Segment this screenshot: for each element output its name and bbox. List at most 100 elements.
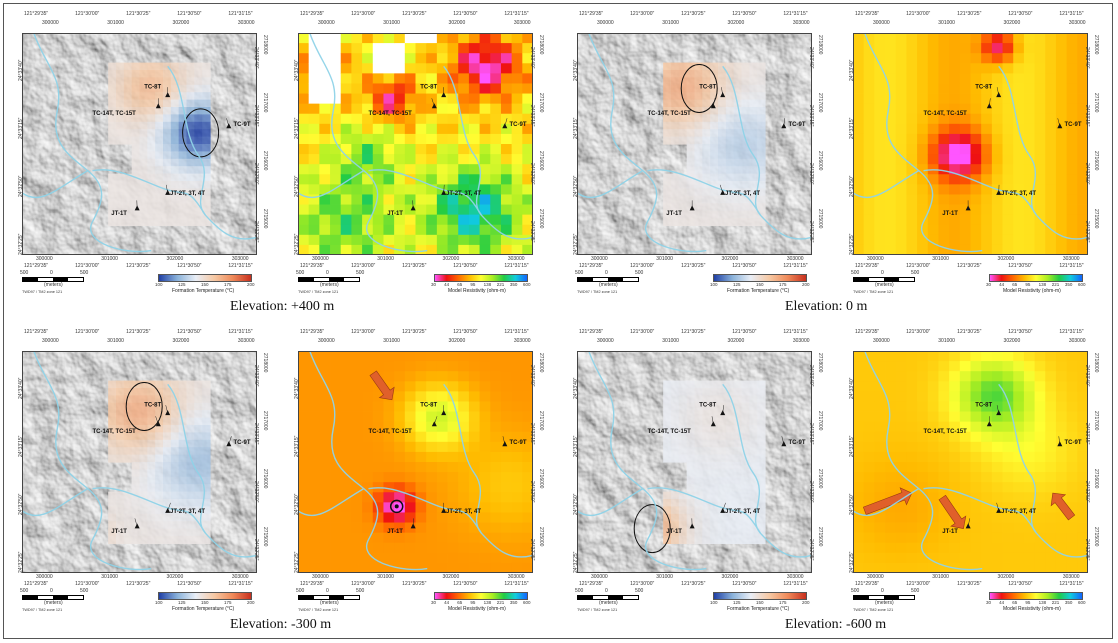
- tick-right-northing: 2717000: [538, 93, 544, 113]
- tick-right-northing: 2716000: [262, 469, 268, 489]
- isotherm-contour: [633, 504, 671, 554]
- tick-left-latitude: 24°33'40": [849, 377, 855, 399]
- tick-right-northing: 2715000: [262, 527, 268, 547]
- scalebar-label: 500: [80, 270, 89, 276]
- caption-elevation-minus-600: Elevation: -600 m: [785, 617, 887, 632]
- tick-top-easting: 301000: [107, 20, 124, 26]
- tick-bottom-easting: 300000: [591, 574, 608, 580]
- colorbar-tick: 600: [523, 282, 531, 287]
- tick-right-latitude: 24°32'25": [253, 539, 259, 561]
- tick-right-latitude: 24°33'40": [529, 47, 535, 69]
- tick-top-longitude: 121°31'15": [504, 329, 529, 335]
- colorbar-tick: 200: [247, 282, 255, 287]
- well-label-tc14t: TC-14T, TC-15T: [924, 111, 968, 117]
- tick-right-northing: 2716000: [262, 151, 268, 171]
- tick-top-longitude: 121°30'00": [906, 329, 931, 335]
- tick-bottom-longitude: 121°30'25": [957, 263, 982, 269]
- tick-top-longitude: 121°30'00": [906, 11, 931, 17]
- tick-right-latitude: 24°33'15": [253, 105, 259, 127]
- tick-right-northing: 2717000: [262, 93, 268, 113]
- colorbar-tick: 138: [1038, 282, 1047, 287]
- scalebar-label: 500: [296, 588, 305, 594]
- colorbar-tick: 44: [999, 282, 1005, 287]
- tick-right-northing: 2717000: [538, 411, 544, 431]
- tick-bottom-easting: 302000: [166, 256, 184, 262]
- tick-top-easting: 300000: [873, 20, 890, 26]
- caption-elevation-0: Elevation: 0 m: [785, 299, 868, 314]
- scalebar-label: 0: [50, 588, 53, 594]
- tick-right-northing: 2717000: [1093, 411, 1099, 431]
- colorbar-tick: 65: [457, 600, 463, 605]
- scale-bar: [298, 277, 360, 282]
- tick-top-easting: 300000: [597, 338, 614, 344]
- tick-left-latitude: 24°32'50": [294, 175, 300, 197]
- resistivity-colorbar: [434, 592, 528, 600]
- tick-right-latitude: 24°32'25": [808, 539, 814, 561]
- tick-top-longitude: 121°30'25": [957, 11, 982, 17]
- tick-right-northing: 2718000: [262, 35, 268, 55]
- tick-bottom-longitude: 121°30'50": [177, 581, 202, 587]
- tick-bottom-easting: 301000: [656, 574, 673, 580]
- temperature-colorbar: [713, 592, 807, 600]
- tick-right-northing: 2715000: [538, 527, 544, 547]
- crs-label: TWD97 / TM2 zone 121: [853, 290, 894, 294]
- tick-left-latitude: 24°32'25": [294, 233, 300, 255]
- well-label-tc8t: TC-8T: [699, 84, 716, 90]
- well-label-tc14t: TC-14T, TC-15T: [369, 111, 413, 117]
- scalebar-label: 0: [605, 270, 608, 276]
- colorbar-tick: 30: [431, 282, 437, 287]
- tick-left-latitude: 24°33'40": [18, 59, 24, 81]
- tick-top-longitude: 121°31'15": [1059, 11, 1084, 17]
- tick-bottom-easting: 302000: [442, 574, 460, 580]
- well-label-tc14t: TC-14T, TC-15T: [93, 429, 137, 435]
- tick-right-northing: 2716000: [1093, 469, 1099, 489]
- tick-top-easting: 303000: [792, 338, 810, 344]
- tick-bottom-longitude: 121°30'50": [732, 263, 757, 269]
- scalebar-label: 500: [575, 270, 584, 276]
- crs-label: TWD97 / TM2 zone 121: [853, 608, 894, 612]
- tick-top-longitude: 121°31'15": [1059, 329, 1084, 335]
- tick-left-latitude: 24°33'40": [294, 377, 300, 399]
- tick-top-easting: 303000: [1068, 20, 1086, 26]
- tick-right-latitude: 24°32'25": [808, 221, 814, 243]
- tick-right-latitude: 24°32'50": [1084, 481, 1090, 503]
- tick-bottom-easting: 303000: [1062, 574, 1080, 580]
- resistivity-grid: [298, 351, 533, 573]
- tick-left-latitude: 24°33'15": [294, 117, 300, 139]
- well-label-tc9t: TC-9T: [789, 440, 806, 446]
- colorbar-tick: 65: [457, 282, 463, 287]
- tick-right-northing: 2716000: [817, 151, 823, 171]
- tick-top-longitude: 121°31'15": [783, 11, 808, 17]
- resistivity-colorbar: [434, 274, 528, 282]
- tick-bottom-easting: 301000: [377, 574, 394, 580]
- well-label-tc8t: TC-8T: [420, 84, 437, 90]
- tick-top-easting: 300000: [42, 338, 59, 344]
- tick-top-easting: 301000: [662, 20, 679, 26]
- tick-top-longitude: 121°29'35": [300, 11, 325, 17]
- scalebar-unit: (meters): [875, 282, 894, 288]
- tick-bottom-easting: 303000: [231, 256, 249, 262]
- tick-bottom-easting: 300000: [867, 256, 884, 262]
- tick-bottom-longitude: 121°30'50": [1008, 263, 1033, 269]
- tick-left-latitude: 24°32'50": [18, 175, 24, 197]
- isotherm-contour: [680, 64, 718, 113]
- scale-bar: [577, 595, 639, 600]
- scale-bar: [853, 595, 915, 600]
- well-label-tc8t: TC-8T: [144, 84, 161, 90]
- tick-right-latitude: 24°32'25": [1084, 539, 1090, 561]
- colorbar-tick: 150: [756, 600, 764, 605]
- colorbar-tick: 350: [1064, 600, 1073, 605]
- well-label-jt1t: JT-1T: [387, 529, 403, 535]
- tick-top-longitude: 121°30'50": [177, 11, 202, 17]
- tick-right-latitude: 24°32'50": [529, 163, 535, 185]
- tick-bottom-longitude: 121°29'35": [855, 581, 880, 587]
- tick-top-easting: 300000: [597, 20, 614, 26]
- colorbar-tick: 150: [201, 600, 209, 605]
- tick-top-longitude: 121°29'35": [855, 11, 880, 17]
- tick-bottom-longitude: 121°30'00": [630, 263, 655, 269]
